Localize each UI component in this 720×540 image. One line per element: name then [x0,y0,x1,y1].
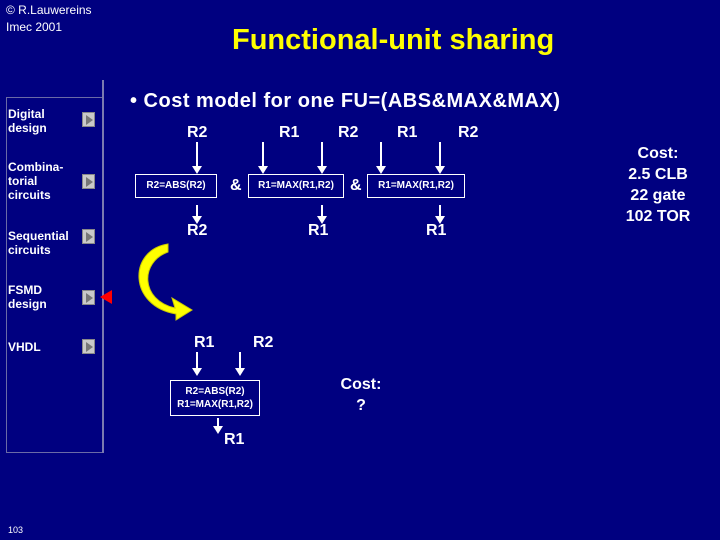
arrowhead-icon [317,216,327,224]
arrowhead-icon [192,216,202,224]
input-label: R1 [194,334,215,351]
arrowhead-icon [258,166,268,174]
cost-gate: 22 gate [630,187,686,204]
nav-arrow-icon[interactable] [82,229,95,244]
cost-unknown: Cost: ? [326,374,396,416]
current-section-marker-icon [100,290,112,304]
arrowhead-icon [192,166,202,174]
input-label: R2 [253,334,274,351]
shared-fu-op: R1=MAX(R1,R2) [177,399,253,410]
abs-op-box: R2=ABS(R2) [135,174,217,198]
page-number: 103 [8,525,24,535]
input-label: R2 [458,124,479,141]
output-label: R1 [308,222,329,239]
arrowhead-icon [435,166,445,174]
ampersand: & [350,177,362,194]
nav-arrow-icon[interactable] [82,339,95,354]
cost-clb: 2.5 CLB [628,166,688,183]
max-op-box: R1=MAX(R1,R2) [367,174,465,198]
input-label: R1 [397,124,418,141]
curved-arrow-icon [138,243,193,321]
sidebar-item-label: circuits [8,243,51,257]
arrowhead-icon [435,216,445,224]
output-label: R1 [426,222,447,239]
input-label: R2 [338,124,359,141]
max-op-box: R1=MAX(R1,R2) [248,174,344,198]
sidebar-item-fsmd-design[interactable]: FSMD design [8,283,47,311]
sidebar-item-digital-design[interactable]: Digital design [8,107,47,135]
nav-arrow-icon[interactable] [82,174,95,189]
output-label: R2 [187,222,208,239]
arrowhead-icon [213,426,223,434]
cost-label: Cost: [637,145,679,162]
output-label: R1 [224,431,245,448]
sidebar-item-label: torial [8,174,38,188]
sidebar-item-combinatorial-circuits[interactable]: Combina- torial circuits [8,160,63,202]
arrowhead-icon [376,166,386,174]
shared-fu-box: R2=ABS(R2) R1=MAX(R1,R2) [170,380,260,416]
sidebar-divider [102,80,104,453]
sidebar-item-label: Combina- [8,160,64,174]
sidebar-item-label: design [8,121,47,135]
input-label: R2 [187,124,208,141]
sidebar-item-label: VHDL [8,340,41,354]
cost-value: ? [356,397,366,414]
sidebar-item-vhdl[interactable]: VHDL [8,340,41,354]
sidebar-item-sequential-circuits[interactable]: Sequential circuits [8,229,69,257]
sidebar-item-label: circuits [8,188,51,202]
ampersand: & [230,177,242,194]
sidebar-item-label: FSMD [8,283,42,297]
slide-title: Functional-unit sharing [232,24,555,56]
sidebar-item-label: Digital [8,107,45,121]
cost-model-bullet: • Cost model for one FU=(ABS&MAX&MAX) [130,90,561,112]
copyright-org: Imec 2001 [6,20,63,34]
arrowhead-icon [192,368,202,376]
copyright: © R.Lauwereins Imec 2001 [6,2,92,36]
cost-label: Cost: [340,376,382,393]
nav-arrow-icon[interactable] [82,290,95,305]
cost-tor: 102 TOR [625,208,691,225]
input-label: R1 [279,124,300,141]
arrowhead-icon [235,368,245,376]
sidebar-item-label: design [8,297,47,311]
shared-fu-op: R2=ABS(R2) [185,386,245,397]
arrowhead-icon [317,166,327,174]
sidebar-item-label: Sequential [8,229,69,243]
copyright-author: © R.Lauwereins [6,3,92,17]
cost-summary: Cost: 2.5 CLB 22 gate 102 TOR [600,143,716,227]
sidebar [6,97,102,453]
nav-arrow-icon[interactable] [82,112,95,127]
